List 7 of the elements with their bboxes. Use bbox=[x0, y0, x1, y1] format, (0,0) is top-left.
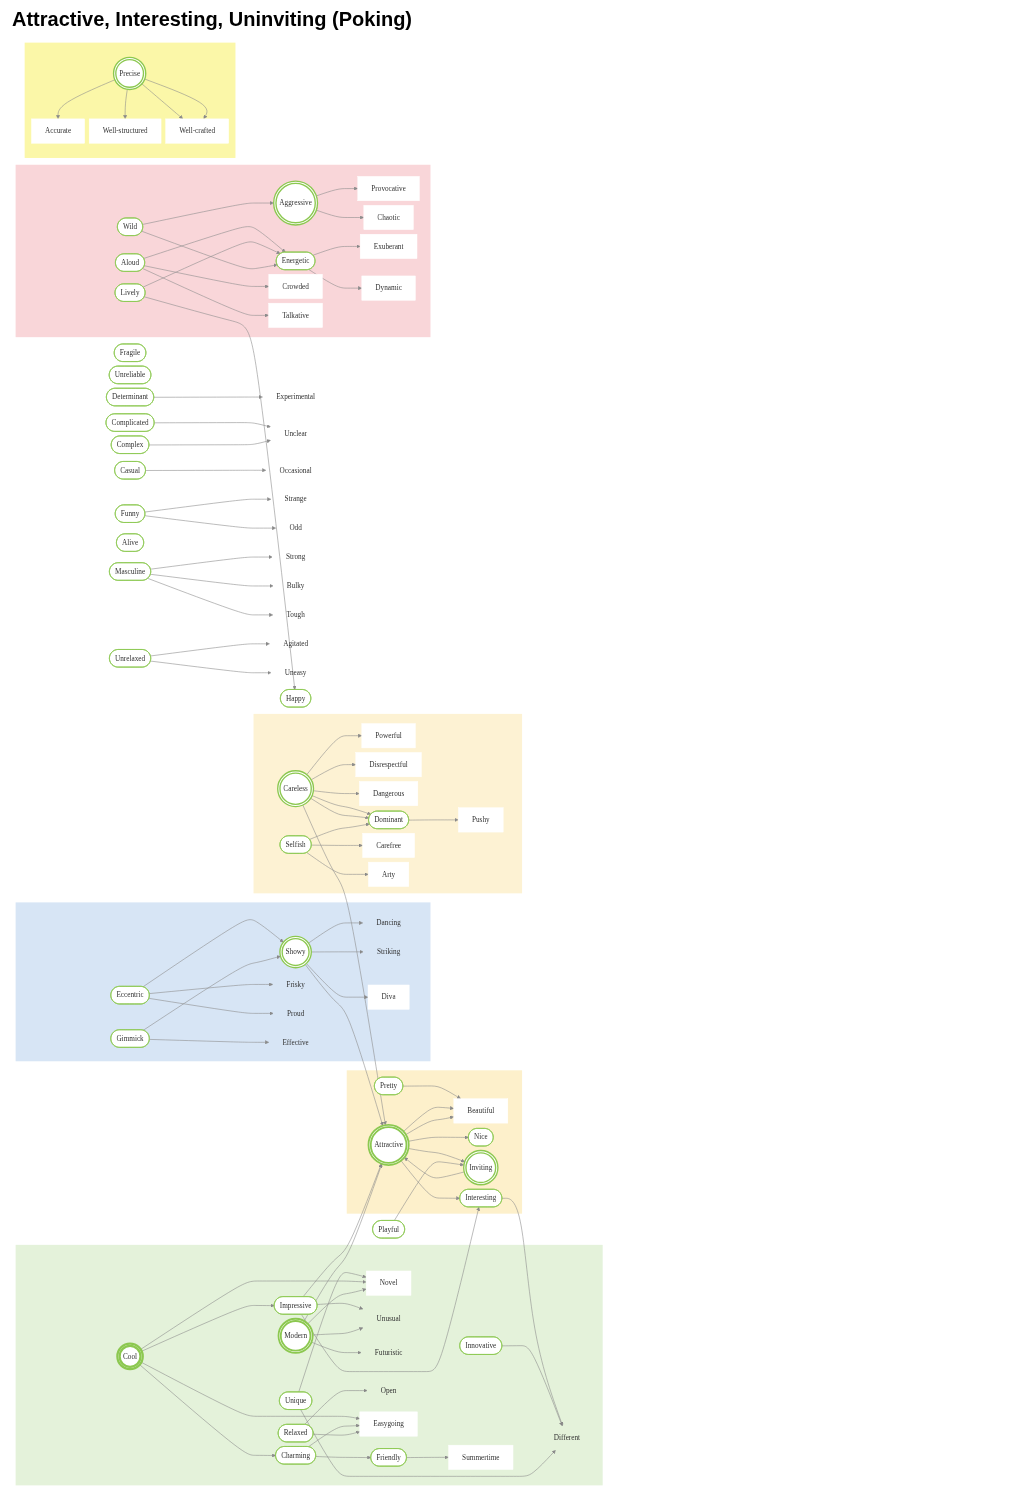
cluster bbox=[253, 713, 522, 894]
cluster bbox=[15, 902, 430, 1062]
cluster bbox=[15, 1244, 603, 1486]
diagram-title: Attractive, Interesting, Uninviting (Poking) bbox=[12, 8, 414, 31]
cluster bbox=[15, 164, 430, 338]
cluster bbox=[346, 1070, 522, 1214]
cluster bbox=[24, 42, 235, 158]
